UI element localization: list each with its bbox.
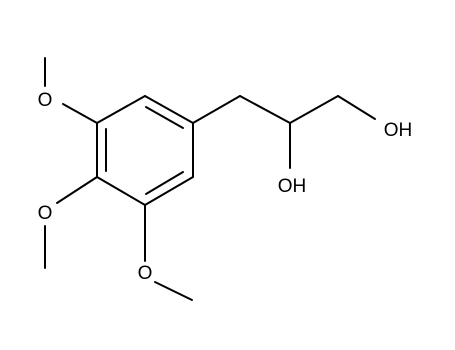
ring-bond-1 xyxy=(144,95,194,124)
oxygen-label-bottom: O xyxy=(138,263,153,284)
ring-double-bond-2 xyxy=(145,171,184,195)
bond-ring-o-top xyxy=(62,103,98,124)
ring-bond-3 xyxy=(144,176,194,206)
bond-ch2-oh-terminal xyxy=(337,95,376,120)
oxygen-label-mid: O xyxy=(38,203,53,224)
bond-ring-o-mid xyxy=(56,176,98,204)
bond-ring-ch2 xyxy=(192,95,241,124)
bond-o-bottom-methyl xyxy=(154,281,193,301)
atom-labels: O O O OH OH xyxy=(38,90,413,284)
hydroxyl-label-chain: OH xyxy=(278,176,307,197)
hydroxyl-label-terminal: OH xyxy=(384,120,413,141)
side-chain xyxy=(192,95,376,169)
benzene-ring xyxy=(96,95,194,206)
bond-choh-ch2 xyxy=(289,95,339,124)
ring-bond-6 xyxy=(96,95,146,124)
ring-bond-4 xyxy=(96,176,146,206)
bond-ch2-choh xyxy=(239,95,291,124)
oxygen-label-top: O xyxy=(38,90,53,111)
ring-double-bond-1 xyxy=(145,106,184,129)
methoxy-groups xyxy=(44,57,193,301)
